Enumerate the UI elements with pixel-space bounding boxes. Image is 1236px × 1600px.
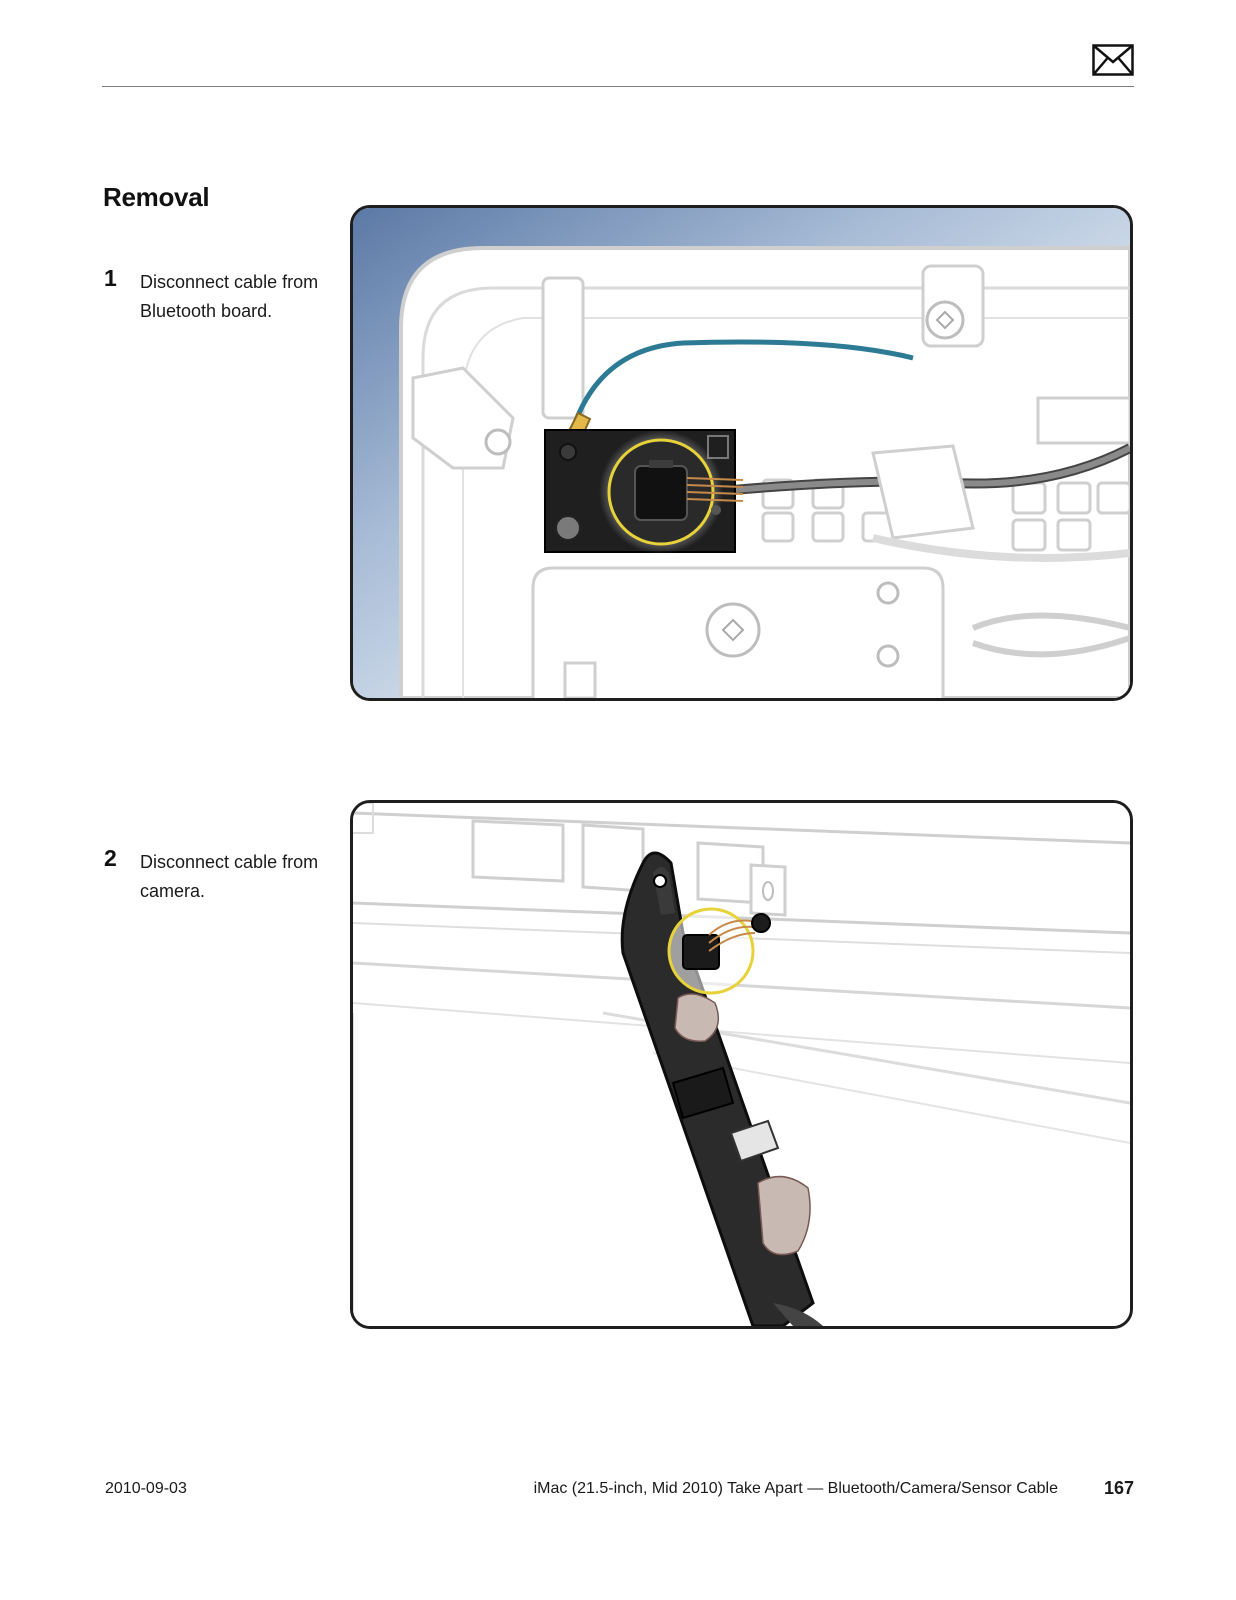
step-instruction: Disconnect cable from camera. <box>140 852 319 901</box>
step-number: 1 <box>104 265 117 291</box>
envelope-icon[interactable] <box>1092 44 1134 76</box>
section-title: Removal <box>103 182 210 212</box>
footer-date: 2010-09-03 <box>105 1480 187 1497</box>
bluetooth-board-drawing <box>353 208 1130 698</box>
envelope-icon-graphic <box>1092 44 1134 76</box>
camera-cable-illustration <box>350 800 1133 1329</box>
bluetooth-board-illustration <box>350 205 1133 701</box>
camera-cable-drawing <box>353 803 1130 1326</box>
page-number: 167 <box>1103 1478 1134 1498</box>
step-number: 2 <box>104 845 117 871</box>
step-instruction: Disconnect cable from Bluetooth board. <box>140 272 319 321</box>
footer-document-title: iMac (21.5-inch, Mid 2010) Take Apart — … <box>533 1480 1058 1497</box>
header-divider <box>102 86 1134 87</box>
